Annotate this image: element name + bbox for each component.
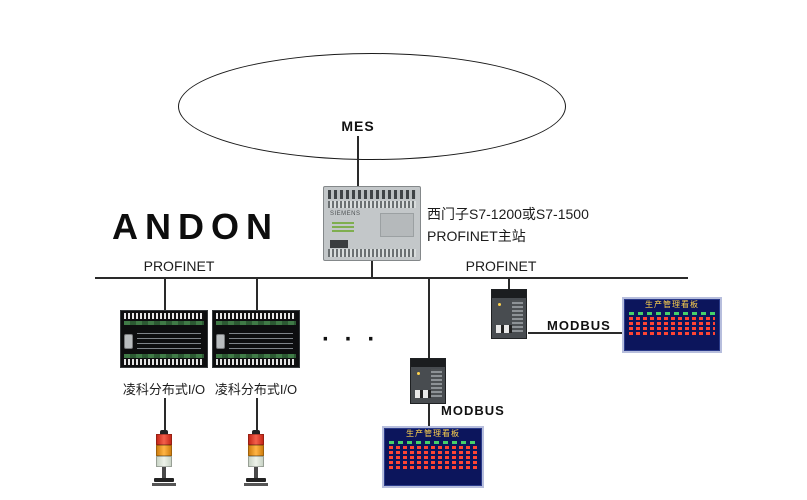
gateway-vents (431, 369, 442, 397)
plc-status-leds (332, 220, 354, 232)
gateway-ports (415, 390, 431, 398)
andon-tower-light-2 (243, 430, 269, 494)
connector-bus-to-gateway2 (428, 277, 430, 358)
io-terminal-row (124, 313, 204, 319)
gateway-led (498, 303, 501, 306)
gateway-device-1 (491, 289, 527, 339)
light-foot (244, 483, 268, 486)
light-green-segment (156, 456, 172, 467)
io-pcb-strip (124, 321, 204, 325)
io-module-label-1: 凌科分布式I/O (122, 382, 206, 397)
led-display-board-2: 生产管理看板 (382, 426, 484, 488)
connector-io2-to-light (256, 398, 258, 430)
modbus-label-2: MODBUS (441, 403, 505, 418)
light-amber-segment (248, 445, 264, 456)
io-module-label-2: 凌科分布式I/O (214, 382, 298, 397)
io-db9-connector (124, 334, 133, 349)
mes-network-ellipse (178, 53, 566, 160)
gateway-cap (411, 359, 445, 367)
andon-tower-light-1 (151, 430, 177, 494)
plc-caption: 西门子S7-1200或S7-1500 PROFINET主站 (427, 203, 589, 247)
io-module-1 (120, 310, 208, 368)
board-header-row (629, 312, 715, 315)
light-cap (160, 430, 168, 434)
light-red-segment (248, 434, 264, 445)
light-foot (152, 483, 176, 486)
board-data-row (389, 461, 477, 464)
io-terminal-row-bottom (216, 359, 296, 365)
profinet-bus-line (95, 277, 688, 279)
connector-bus-to-io1 (164, 277, 166, 310)
plc-terminal-strip (328, 201, 416, 208)
board-data-row (629, 317, 715, 320)
board-data-row (629, 332, 715, 335)
plc-terminal-strip-bottom (328, 249, 416, 257)
plc-ethernet-ports (330, 240, 348, 248)
connector-mes-to-plc (357, 136, 359, 186)
io-pcb-strip-bottom (124, 354, 204, 358)
io-silkscreen (137, 331, 201, 349)
plc-caption-line1: 西门子S7-1200或S7-1500 (427, 206, 589, 222)
light-base (154, 478, 174, 482)
connector-io1-to-light (164, 398, 166, 430)
plc-device: SIEMENS (323, 186, 421, 261)
profinet-label-left: PROFINET (143, 258, 215, 274)
board-data-row (389, 446, 477, 449)
board-title: 生产管理看板 (406, 429, 460, 438)
ellipsis-dots: · · · (322, 326, 380, 353)
gateway-device-2 (410, 358, 446, 404)
board-header-row (389, 441, 477, 444)
mes-label: MES (341, 118, 375, 134)
light-green-segment (248, 456, 264, 467)
board-data-row (389, 451, 477, 454)
connector-plc-to-bus (371, 261, 373, 278)
plc-front-door (380, 213, 414, 237)
connector-gateway1-to-board (528, 332, 622, 334)
plc-brand-label: SIEMENS (330, 211, 361, 217)
io-module-2 (212, 310, 300, 368)
light-base (246, 478, 266, 482)
light-red-segment (156, 434, 172, 445)
led-display-board-1: 生产管理看板 (622, 297, 722, 353)
gateway-vents (512, 300, 523, 332)
plc-vents (328, 190, 416, 199)
light-pole (162, 467, 166, 478)
board-title: 生产管理看板 (645, 300, 699, 309)
gateway-cap (492, 290, 526, 298)
modbus-label-1: MODBUS (547, 318, 611, 333)
gateway-led (417, 372, 420, 375)
io-terminal-row (216, 313, 296, 319)
board-data-row (389, 456, 477, 459)
gateway-ports (496, 325, 512, 333)
io-silkscreen (229, 331, 293, 349)
plc-caption-line2: PROFINET主站 (427, 228, 526, 244)
board-data-row (629, 327, 715, 330)
connector-gateway2-to-board (428, 404, 430, 426)
io-db9-connector (216, 334, 225, 349)
light-pole (254, 467, 258, 478)
io-pcb-strip-bottom (216, 354, 296, 358)
board-data-row (389, 466, 477, 469)
io-terminal-row-bottom (124, 359, 204, 365)
io-pcb-strip (216, 321, 296, 325)
profinet-label-right: PROFINET (465, 258, 537, 274)
andon-title: ANDON (112, 206, 279, 247)
connector-bus-to-io2 (256, 277, 258, 310)
light-cap (252, 430, 260, 434)
board-data-row (629, 322, 715, 325)
light-amber-segment (156, 445, 172, 456)
connector-bus-to-gateway1 (508, 277, 510, 289)
